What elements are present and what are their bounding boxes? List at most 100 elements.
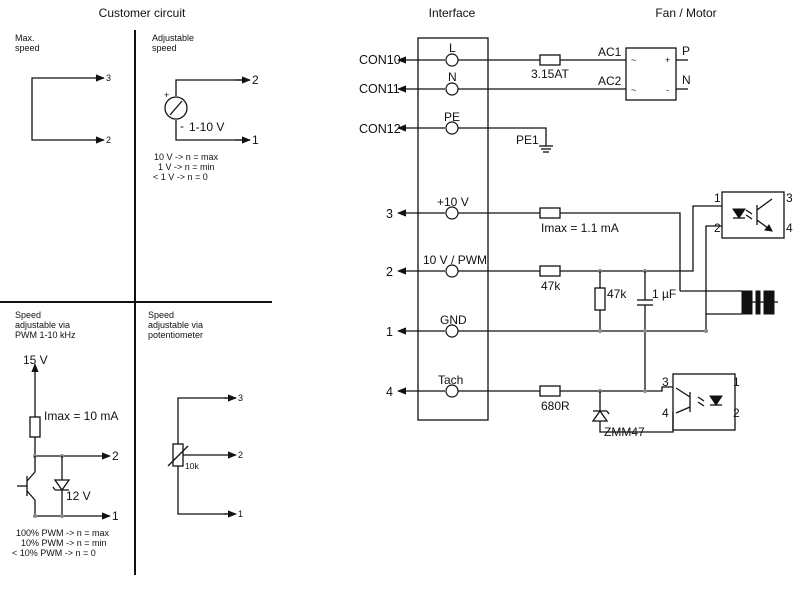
fuse-label: 3.15AT	[531, 67, 569, 81]
max-speed-panel: Max. speed 3 2	[15, 33, 111, 145]
adj-speed-title-1: Adjustable	[152, 33, 194, 43]
terminal-tach-label: Tach	[438, 373, 463, 387]
oc2-pin-3: 3	[662, 375, 669, 389]
max-speed-title-1: Max.	[15, 33, 35, 43]
terminal-gnd	[445, 324, 459, 338]
pot-pin-1: 1	[238, 509, 243, 519]
p-label: P	[682, 44, 690, 58]
terminal-pe	[445, 121, 459, 135]
resistor-680r	[539, 385, 561, 397]
oc2-pin-2: 2	[733, 406, 740, 420]
zmm47-label: ZMM47	[604, 425, 645, 439]
terminal-10v-label: +10 V	[437, 195, 469, 209]
terminal-l-label: L	[449, 41, 456, 55]
pwm-imax-label: Imax = 10 mA	[44, 409, 118, 423]
pot-title-3: potentiometer	[148, 330, 203, 340]
optocoupler-1	[721, 191, 785, 239]
voltage-source-icon	[164, 96, 188, 120]
imax-label: Imax = 1.1 mA	[541, 221, 619, 235]
pin-2-label: 2	[386, 265, 393, 279]
interface-header: Interface	[429, 6, 476, 20]
pwm-title-2: adjustable via	[15, 320, 70, 330]
adj-pin-1: 1	[252, 133, 259, 147]
pwm-note-2: 10% PWM -> n = min	[21, 538, 107, 548]
oc2-pin-1: 1	[733, 375, 740, 389]
max-speed-pin-3: 3	[106, 73, 111, 83]
adj-minus-sign: -	[180, 119, 184, 133]
oc1-pin-3: 3	[786, 191, 793, 205]
pwm-panel: Speed adjustable via PWM 1-10 kHz 15 V I…	[12, 310, 119, 558]
adj-note-2: 1 V -> n = min	[158, 162, 215, 172]
terminal-n	[445, 82, 459, 96]
fan-motor-header: Fan / Motor	[655, 6, 716, 20]
r680-label: 680R	[541, 399, 570, 413]
adj-pin-2: 2	[252, 73, 259, 87]
terminal-l	[445, 53, 459, 67]
pwm-title-1: Speed	[15, 310, 41, 320]
pot-pin-2: 2	[238, 450, 243, 460]
r47k-shunt-label: 47k	[607, 287, 627, 301]
customer-circuit-header: Customer circuit	[99, 6, 186, 20]
pwm-note-1: 100% PWM -> n = max	[16, 528, 110, 538]
pwm-pin-1: 1	[112, 509, 119, 523]
pwm-note-3: < 10% PWM -> n = 0	[12, 548, 96, 558]
con12-label: CON12	[359, 122, 401, 136]
zmm47-zener-icon	[591, 409, 610, 422]
pwm-resistor	[29, 416, 41, 438]
terminal-tach	[445, 384, 459, 398]
adj-note-3: < 1 V -> n = 0	[153, 172, 208, 182]
oc2-led-icon	[709, 395, 723, 406]
potentiometer-panel: Speed adjustable via potentiometer 10k 3…	[148, 310, 243, 519]
max-speed-wire	[31, 77, 102, 141]
pwm-pin-2: 2	[112, 449, 119, 463]
optocoupler-2	[672, 373, 736, 431]
interface-block: CON10 L CON11 N CON12 PE 3 +10 V 2 10 V …	[359, 37, 489, 421]
max-speed-title-2: speed	[15, 43, 40, 53]
bridge-br: -	[666, 85, 669, 95]
bridge-bl: ~	[631, 85, 636, 95]
con10-label: CON10	[359, 53, 401, 67]
pin-1-label: 1	[386, 325, 393, 339]
oc1-pin-1: 1	[714, 191, 721, 205]
terminal-n-label: N	[448, 70, 457, 84]
adj-speed-title-2: speed	[152, 43, 177, 53]
con11-label: CON11	[359, 82, 400, 96]
r47k-label: 47k	[541, 279, 561, 293]
pin-3-label: 3	[386, 207, 393, 221]
pwm-zener-label: 12 V	[66, 489, 91, 503]
bridge-tr: +	[665, 55, 670, 65]
n-label: N	[682, 73, 691, 87]
terminal-10v	[445, 206, 459, 220]
terminal-pwm	[445, 264, 459, 278]
terminal-pe-label: PE	[444, 110, 460, 124]
pot-pin-3: 3	[238, 393, 243, 403]
pot-value-label: 10k	[185, 461, 199, 471]
pwm-title-3: PWM 1-10 kHz	[15, 330, 76, 340]
oc1-led-icon	[732, 208, 746, 219]
cap-label: 1 µF	[652, 287, 676, 301]
pe1-label: PE1	[516, 133, 539, 147]
ac1-label: AC1	[598, 45, 622, 59]
bridge-tl: ~	[631, 55, 636, 65]
resistor-imax	[539, 207, 561, 219]
ac2-label: AC2	[598, 74, 622, 88]
resistor-47k-shunt	[594, 287, 606, 311]
adjustable-speed-panel: Adjustable speed + - 1-10 V 2 1 10 V -> …	[152, 33, 259, 182]
potentiometer-icon	[172, 443, 184, 467]
interface-box	[417, 37, 489, 421]
max-speed-pin-2: 2	[106, 135, 111, 145]
adj-source-label: 1-10 V	[189, 120, 224, 134]
fan-motor-circuit: 3.15AT AC1 AC2 ~ + ~ - P N PE1 Imax = 1.…	[458, 44, 793, 439]
fuse-icon	[539, 54, 561, 66]
rectifier-box	[625, 47, 677, 101]
oc1-pin-2: 2	[714, 221, 721, 235]
adj-note-1: 10 V -> n = max	[154, 152, 219, 162]
pot-title-2: adjustable via	[148, 320, 203, 330]
oc2-pin-4: 4	[662, 406, 669, 420]
pwm-supply-label: 15 V	[23, 353, 48, 367]
pot-title-1: Speed	[148, 310, 174, 320]
pin-4-label: 4	[386, 385, 393, 399]
resistor-47k	[539, 265, 561, 277]
adj-plus-sign: +	[164, 90, 169, 100]
